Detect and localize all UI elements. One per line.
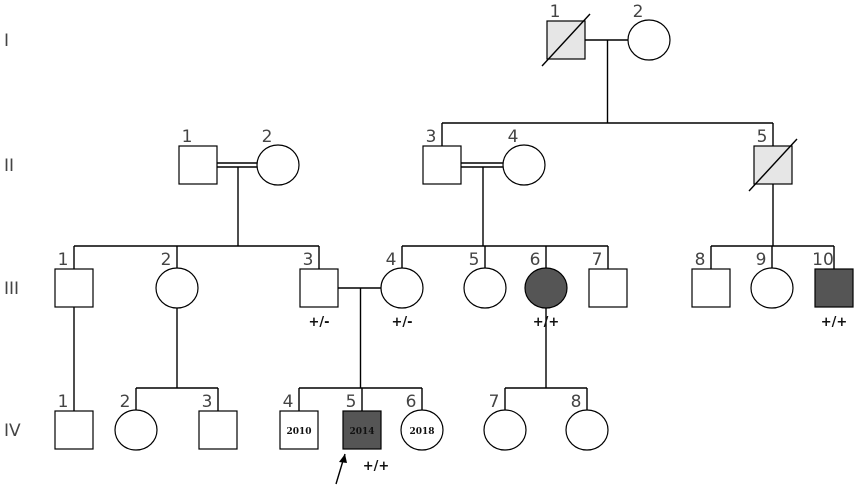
birth-year: 2010 <box>286 427 311 437</box>
proband-arrowhead <box>339 454 347 463</box>
individual-III-7: 7 <box>588 250 628 308</box>
connector-lines <box>73 39 835 411</box>
individual-III-1: 1 <box>54 250 94 308</box>
deceased-slash <box>541 13 591 67</box>
individual-IV-1: 1 <box>54 392 94 450</box>
individual-number: 1 <box>182 127 193 147</box>
individual-number: 2 <box>120 392 131 412</box>
female-symbol <box>627 19 671 61</box>
female-symbol <box>256 144 300 186</box>
female-symbol <box>114 409 158 451</box>
individual-III-4: 4 +/- <box>380 250 424 330</box>
male-symbol <box>588 268 628 308</box>
individual-III-3: 3 +/- <box>299 250 339 330</box>
individual-III-2: 2 <box>155 250 199 309</box>
individual-number: 5 <box>757 127 768 147</box>
individual-number: 9 <box>756 250 767 270</box>
female-symbol <box>400 409 444 451</box>
individual-IV-3: 3 <box>198 392 238 450</box>
individual-number: 7 <box>489 392 500 412</box>
individual-number: 2 <box>161 250 172 270</box>
genotype-label: +/+ <box>363 459 390 474</box>
individual-number: 3 <box>426 127 437 147</box>
individual-number: 6 <box>530 250 541 270</box>
male-symbol <box>546 20 586 60</box>
individual-III-9: 9 <box>750 250 794 309</box>
individual-number: 6 <box>406 392 417 412</box>
genotype-label: +/- <box>308 315 329 330</box>
individual-IV-7: 7 <box>483 392 527 451</box>
individual-II-1: 1 <box>178 127 218 185</box>
male-symbol <box>178 145 218 185</box>
female-symbol <box>483 409 527 451</box>
individual-III-6: 6 +/+ <box>524 250 568 330</box>
generation-label-II: II <box>4 156 14 176</box>
individual-III-8: 8 <box>691 250 731 308</box>
generation-label-I: I <box>4 31 9 51</box>
individual-number: 1 <box>58 392 69 412</box>
individual-IV-2: 2 <box>114 392 158 451</box>
genotype-label: +/+ <box>821 315 848 330</box>
individual-number: 4 <box>508 127 519 147</box>
individual-number: 4 <box>386 250 397 270</box>
individual-number: 10 <box>812 250 834 270</box>
individual-II-5: 5 <box>748 127 798 192</box>
individual-number: 2 <box>262 127 273 147</box>
individual-number: 3 <box>303 250 314 270</box>
individual-number: 3 <box>202 392 213 412</box>
male-symbol <box>342 410 382 450</box>
female-symbol <box>502 144 546 186</box>
male-symbol <box>814 268 854 308</box>
female-symbol <box>380 267 424 309</box>
individual-number: 1 <box>58 250 69 270</box>
generation-label-III: III <box>4 279 19 299</box>
male-symbol <box>279 410 319 450</box>
deceased-slash <box>748 138 798 192</box>
individual-III-5: 5 <box>463 250 507 309</box>
individual-IV-4: 4 2010 <box>279 392 319 450</box>
individual-number: 2 <box>633 2 644 22</box>
individuals: 1 2 1 2 3 4 5 1 2 3 +/- 4 +/- 5 6 +/+ 7 8 9 10 +/+ 1 2 3 4 2010 5 2… <box>54 2 854 485</box>
female-symbol <box>750 267 794 309</box>
individual-number: 8 <box>695 250 706 270</box>
individual-number: 5 <box>346 392 357 412</box>
genotype-label: +/- <box>391 315 412 330</box>
genotype-label: +/+ <box>533 315 560 330</box>
individual-number: 5 <box>469 250 480 270</box>
male-symbol <box>299 268 339 308</box>
female-symbol <box>524 267 568 309</box>
individual-II-4: 4 <box>502 127 546 186</box>
male-symbol <box>54 410 94 450</box>
individual-IV-6: 6 2018 <box>400 392 444 451</box>
female-symbol <box>155 267 199 309</box>
individual-number: 7 <box>592 250 603 270</box>
male-symbol <box>422 145 462 185</box>
individual-number: 1 <box>550 2 561 22</box>
individual-I-1: 1 <box>541 2 591 67</box>
male-symbol <box>54 268 94 308</box>
generation-label-IV: IV <box>4 421 21 441</box>
birth-year: 2018 <box>409 427 434 437</box>
individual-III-10: 10 +/+ <box>812 250 854 330</box>
female-symbol <box>463 267 507 309</box>
female-symbol <box>565 409 609 451</box>
individual-I-2: 2 <box>627 2 671 61</box>
male-symbol <box>691 268 731 308</box>
individual-number: 8 <box>571 392 582 412</box>
individual-II-3: 3 <box>422 127 462 185</box>
male-symbol <box>198 410 238 450</box>
individual-IV-8: 8 <box>565 392 609 451</box>
individual-IV-5: 5 2014 +/+ <box>335 392 390 485</box>
individual-II-2: 2 <box>256 127 300 186</box>
individual-number: 4 <box>283 392 294 412</box>
birth-year: 2014 <box>349 427 374 437</box>
